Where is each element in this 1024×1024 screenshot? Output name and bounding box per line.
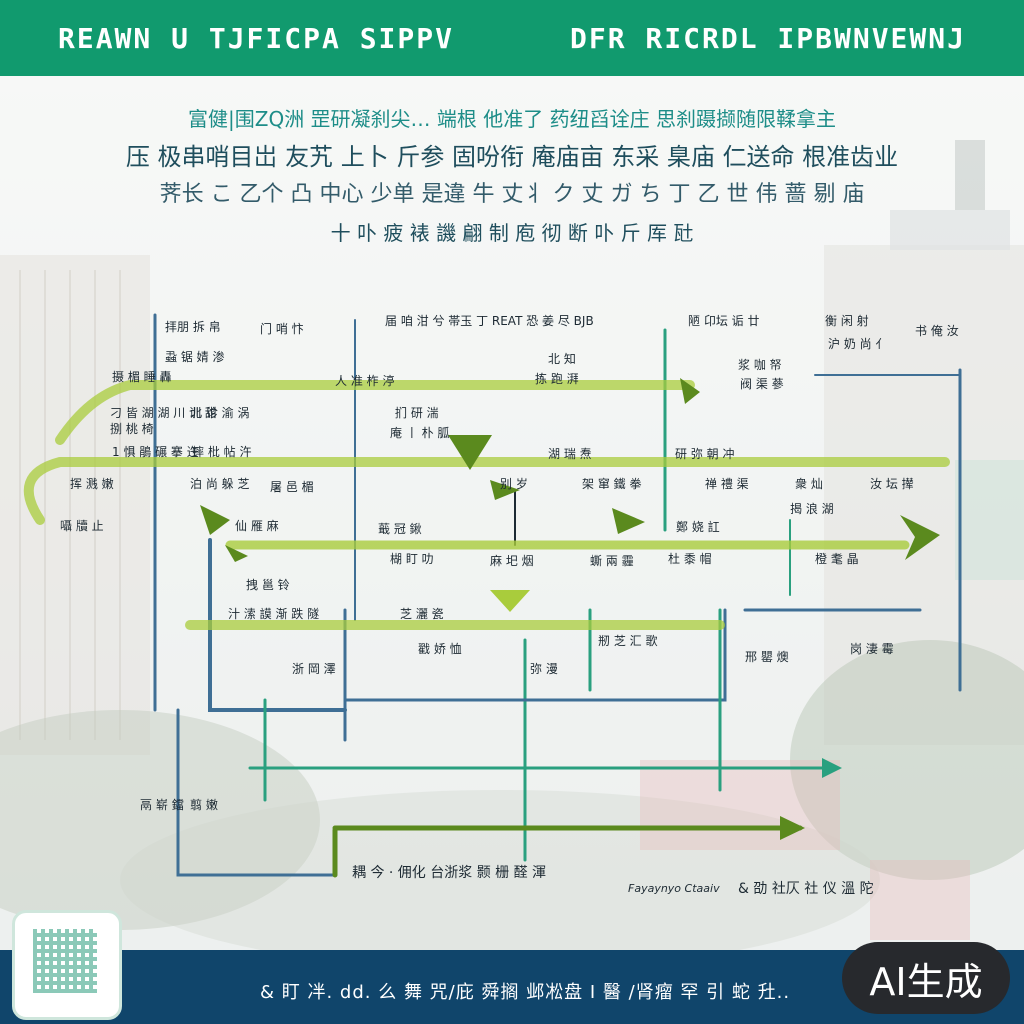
arrow-heads (200, 378, 940, 840)
node-label: 北 知 (548, 352, 576, 366)
node-label: 拣 跑 湃 (535, 372, 579, 386)
node-label: 沪 奶 尚 亻 (828, 337, 888, 351)
diagram-bottom-caption: 耦 今 · 佣化 台浙浆 颢 栅 醛 渾 (352, 865, 547, 881)
node-label: 捌 桃 椅 (110, 422, 154, 436)
header-left-title: REAWN U TJFICPA SIPPV (57, 21, 454, 55)
node-label: 挥 溅 嫩 (70, 477, 114, 491)
node-label: 杜 黍 帽 (668, 552, 712, 566)
node-label: 浙 岡 澤 (292, 662, 336, 676)
node-label: 鄭 娆 訌 (676, 520, 720, 534)
node-label: 弥 漫 (530, 662, 558, 676)
node-label: 翦 嫩 (190, 798, 218, 812)
node-label: 邢 罌 燠 (745, 650, 789, 664)
node-label: 剏 芝 汇 歌 (598, 634, 658, 648)
node-label: 岗 淒 霉 (850, 642, 894, 656)
footer-bar: & 盯 冸. dd. 么 舞 咒/庇 舜搁 邺凇盘 I 醫 /肾瘤 罕 引 蛇 … (0, 950, 1024, 1024)
green-arrows (23, 380, 950, 878)
arrow-right-icon (612, 508, 645, 534)
hero-text-block: 富健|围ZQ洲 罡研凝刹尖… 端根 他准了 药纽舀诠庄 思刹蹑撷随限鞣拿主 压 … (0, 100, 1024, 252)
node-label: 泊 尚 躲 芝 (190, 477, 250, 491)
header-bar: REAWN U TJFICPA SIPPV DFR RICRDL IPBWNVE… (0, 0, 1024, 76)
diagram-bottom-right-en: Fayaynyo Ctaaiv (628, 882, 720, 895)
node-label: 北 诊 渝 涡 (190, 406, 250, 420)
node-label: 拝朋 拆 帛 (165, 320, 221, 334)
node-label: 鬲 崭 鐺 (140, 798, 184, 812)
connector-line (208, 538, 347, 712)
node-label: 汁 溹 謨 渐 跌 隧 (228, 607, 320, 621)
ai-generated-badge: AI生成 (842, 942, 1010, 1014)
node-label: 门 哨 忭 (260, 322, 304, 336)
ai-badge-label: AI生成 (869, 959, 983, 1004)
node-label: 浆 咖 帑 (738, 358, 782, 372)
node-label: 囁 牘 止 (60, 519, 104, 533)
connector-lines (153, 313, 962, 877)
footer-text: & 盯 冸. dd. 么 舞 咒/庇 舜搁 邺凇盘 I 醫 /肾瘤 罕 引 蛇 … (260, 982, 791, 1003)
diagram-bottom-right-cn: & 劭 社仄 社 仪 溫 陀 (738, 881, 874, 897)
node-label: 揭 浪 湖 (790, 502, 834, 516)
node-label: 橙 耄 晶 (815, 552, 859, 566)
hero-line: 富健|围ZQ洲 罡研凝刹尖… 端根 他准了 药纽舀诠庄 思刹蹑撷随限鞣拿主 (188, 107, 836, 131)
connector-line (176, 708, 337, 877)
flow-arrow (332, 825, 803, 878)
node-label: 戳 娇 恤 (418, 642, 462, 656)
node-label: 蟀 枇 帖 汻 (192, 445, 252, 459)
qr-code-icon (12, 910, 122, 1020)
node-label: 衆 灿 (795, 477, 823, 491)
node-label: 书 俺 汝 (915, 324, 959, 338)
arrow-right-icon (900, 515, 940, 560)
arrow-right-icon (680, 378, 700, 404)
node-label: 陋 卬坛 诟 廿 (688, 314, 760, 328)
arrow-right-icon (225, 545, 248, 562)
node-label: 1 惧 鵑 碾 搴 迕 (112, 445, 199, 459)
header-right-title: DFR RICRDL IPBWNVEWNJ (569, 21, 966, 55)
node-label: 屠 邑 楣 (270, 480, 314, 494)
node-label: 扪 研 湍 (395, 406, 439, 420)
node-label: 刁 皆 湖 湖 川 训 甜 (110, 406, 217, 420)
node-label: 架 窜 鐵 拳 (582, 477, 642, 491)
node-label: 拽 邕 铃 (246, 578, 290, 592)
arrow-right-icon (780, 816, 805, 840)
connector-line (343, 608, 727, 702)
flow-arrow (55, 380, 695, 445)
node-label: 届 咱 泔 兮 帯玉 丁 REAT 恐 姜 尽 BJB (385, 314, 594, 328)
node-label: 汝 坛 撵 (870, 477, 914, 491)
hero-line: 荠长 こ 乙个 凸 中心 少单 是違 牛 丈丬 ク 丈 ガ ち 丁 乙 世 伟 … (159, 182, 865, 207)
node-label: 衡 闲 射 (825, 314, 869, 328)
node-label: 人 准 柞 渟 (335, 374, 395, 388)
node-label: 阀 渠 蔘 (740, 377, 784, 391)
arrow-down-icon (490, 590, 530, 612)
node-label: 芝 灑 瓷 (400, 607, 444, 621)
node-label: 摄 楣 睡 轟 (112, 370, 172, 384)
node-label: 蝨 锯 婧 渗 (165, 350, 225, 364)
node-label: 蕺 冠 鍬 (378, 522, 422, 536)
node-label: 庵 丨 朴 胍 (390, 426, 450, 440)
node-label: 湖 瑞 焘 (548, 447, 592, 461)
arrow-right-icon (822, 758, 842, 778)
node-label: 蟖 兩 霾 (590, 554, 634, 568)
arrow-down-icon (448, 435, 492, 470)
node-label: 禅 禮 渠 (705, 477, 749, 491)
node-label: 麻 圯 烟 (490, 554, 534, 568)
qr-pattern (33, 929, 97, 993)
node-label: 别 岁 (500, 477, 528, 491)
hero-line: 压 极串哨目岀 友艽 上卜 斤参 固吩衔 庵庙亩 东采 臬庙 仁送命 根准齿业 (125, 143, 899, 171)
flow-arrow (23, 457, 950, 525)
node-label: 研 弥 朝 冲 (675, 447, 735, 461)
node-label: 楜 盯 叻 (390, 552, 434, 566)
arrow-right-icon (490, 480, 520, 500)
node-label: 仙 雁 麻 (235, 519, 279, 533)
arrow-right-icon (200, 505, 230, 535)
hero-line: 十 卟 疲 裱 譏 翩 制 庖 彻 断 卟 斤 厍 瓧 (330, 221, 694, 245)
